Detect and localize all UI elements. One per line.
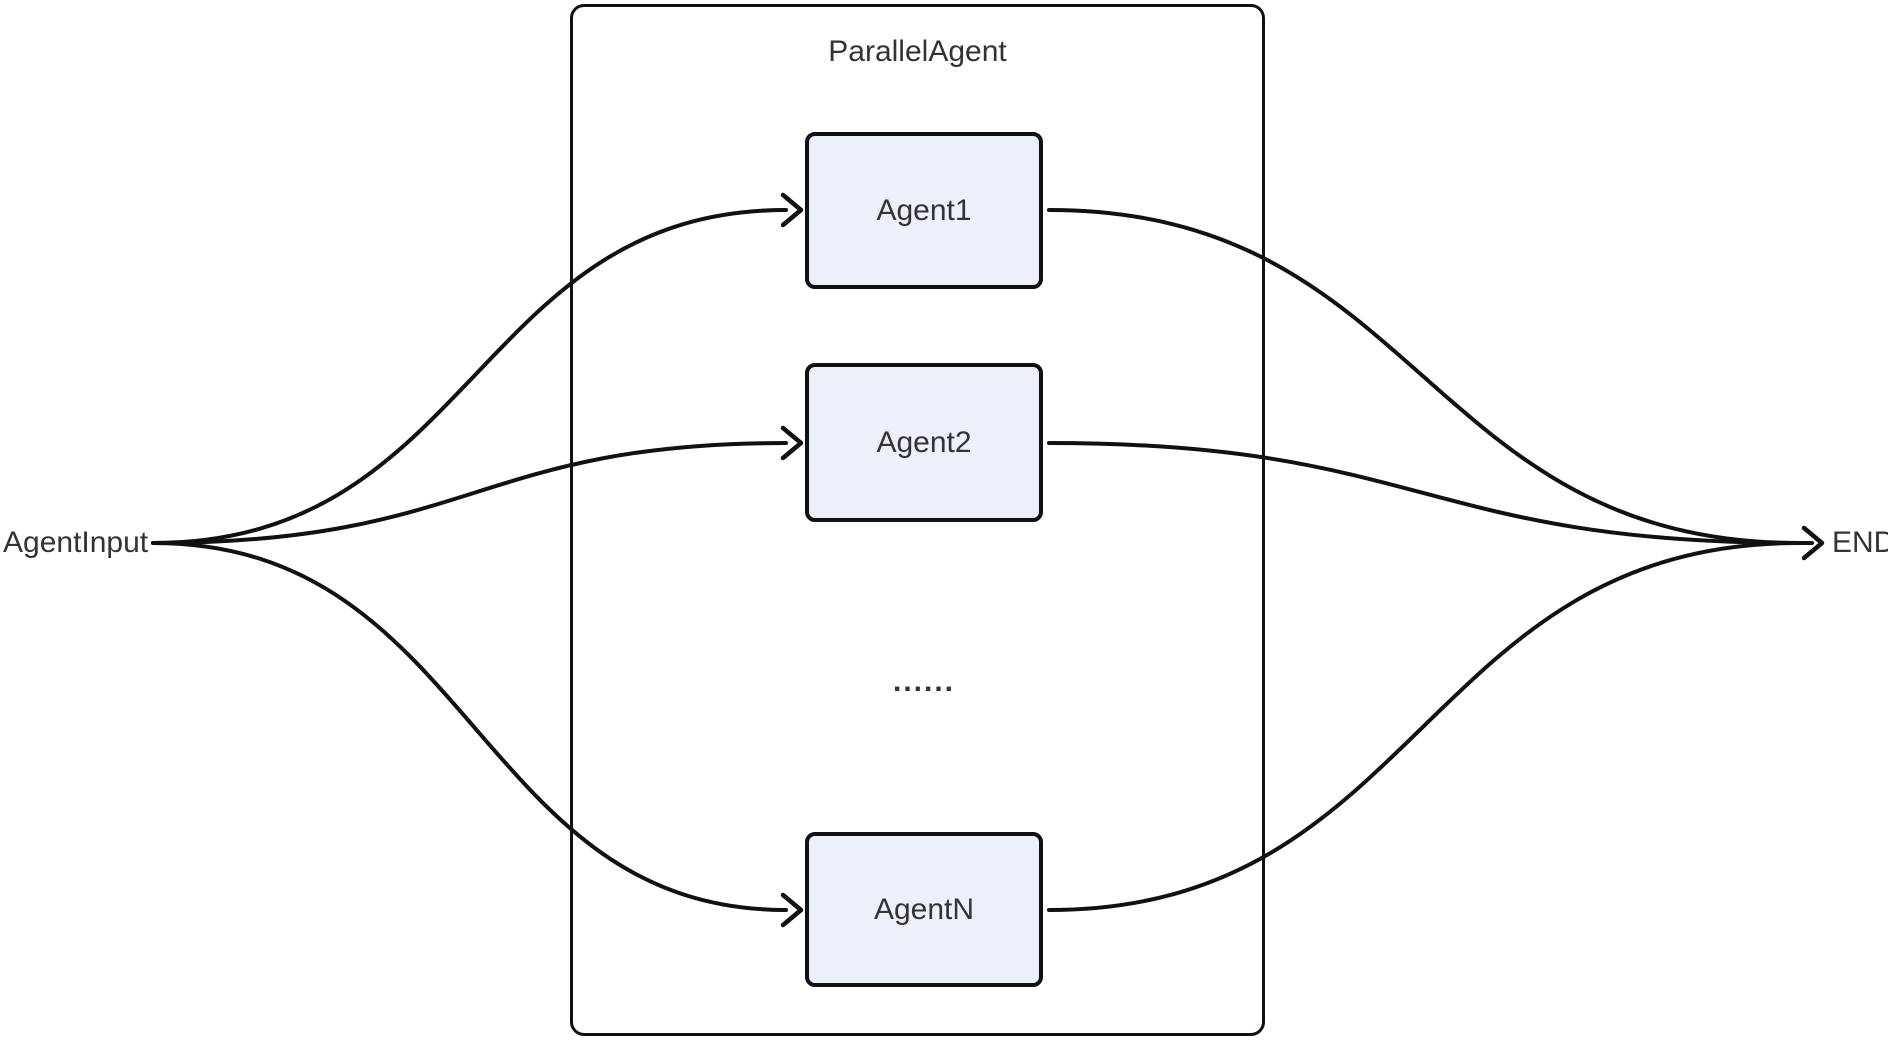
edge-agent2-to-end bbox=[1047, 441, 1802, 545]
edge-input-to-agentn bbox=[151, 541, 788, 912]
node-agent1: Agent1 bbox=[805, 132, 1043, 289]
node-agent2-label: Agent2 bbox=[876, 425, 972, 459]
end-label: END bbox=[1832, 526, 1888, 559]
node-agent2: Agent2 bbox=[805, 363, 1043, 522]
group-title: ParallelAgent bbox=[828, 35, 1007, 68]
edge-agentn-to-end bbox=[1047, 541, 1802, 912]
parallel-agent-group: ParallelAgent bbox=[570, 4, 1265, 1036]
ellipsis-label: ...... bbox=[892, 665, 955, 698]
edge-input-to-agent2 bbox=[151, 441, 788, 545]
node-agent1-label: Agent1 bbox=[876, 193, 972, 227]
start-label: AgentInput bbox=[3, 526, 149, 559]
edge-input-to-agent1 bbox=[151, 208, 788, 545]
arrow-head-icon bbox=[780, 192, 804, 228]
node-agentn: AgentN bbox=[805, 832, 1043, 987]
edge-agent1-to-end bbox=[1047, 208, 1802, 545]
arrow-head-icon bbox=[1801, 525, 1825, 561]
arrow-head-icon bbox=[780, 892, 804, 928]
arrow-head-icon bbox=[780, 425, 804, 461]
node-agentn-label: AgentN bbox=[873, 892, 975, 926]
